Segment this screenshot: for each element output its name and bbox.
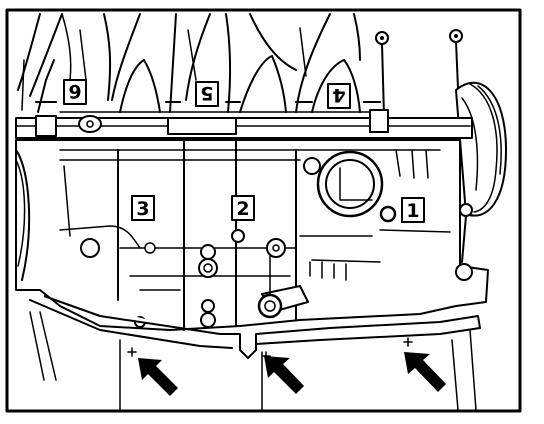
label-3-text: 3 [136,198,149,220]
arrow-up-left-icon [264,356,304,394]
diagram-frame [5,8,522,413]
oil-pan [29,295,481,411]
label-6-text: 6 [68,80,81,102]
label-4-text: 4 [332,84,345,106]
intake-manifold [17,13,361,113]
flywheel-edge [15,149,31,281]
arrow-up-left-icon [404,352,446,392]
crank-pulley [455,81,507,263]
label-2: 2 [231,195,255,221]
arrow-up-left-icon [138,358,178,396]
label-3: 3 [131,195,155,221]
label-2-text: 2 [236,198,249,220]
manifold-flange-rail [15,101,473,139]
label-5: 5 [195,81,219,107]
label-1: 1 [401,197,425,223]
label-6: 6 [63,79,87,105]
label-1-text: 1 [406,200,419,222]
manifold-studs [375,29,463,117]
label-5-text: 5 [200,82,213,104]
engine-block [15,139,489,331]
label-4: 4 [327,83,351,109]
